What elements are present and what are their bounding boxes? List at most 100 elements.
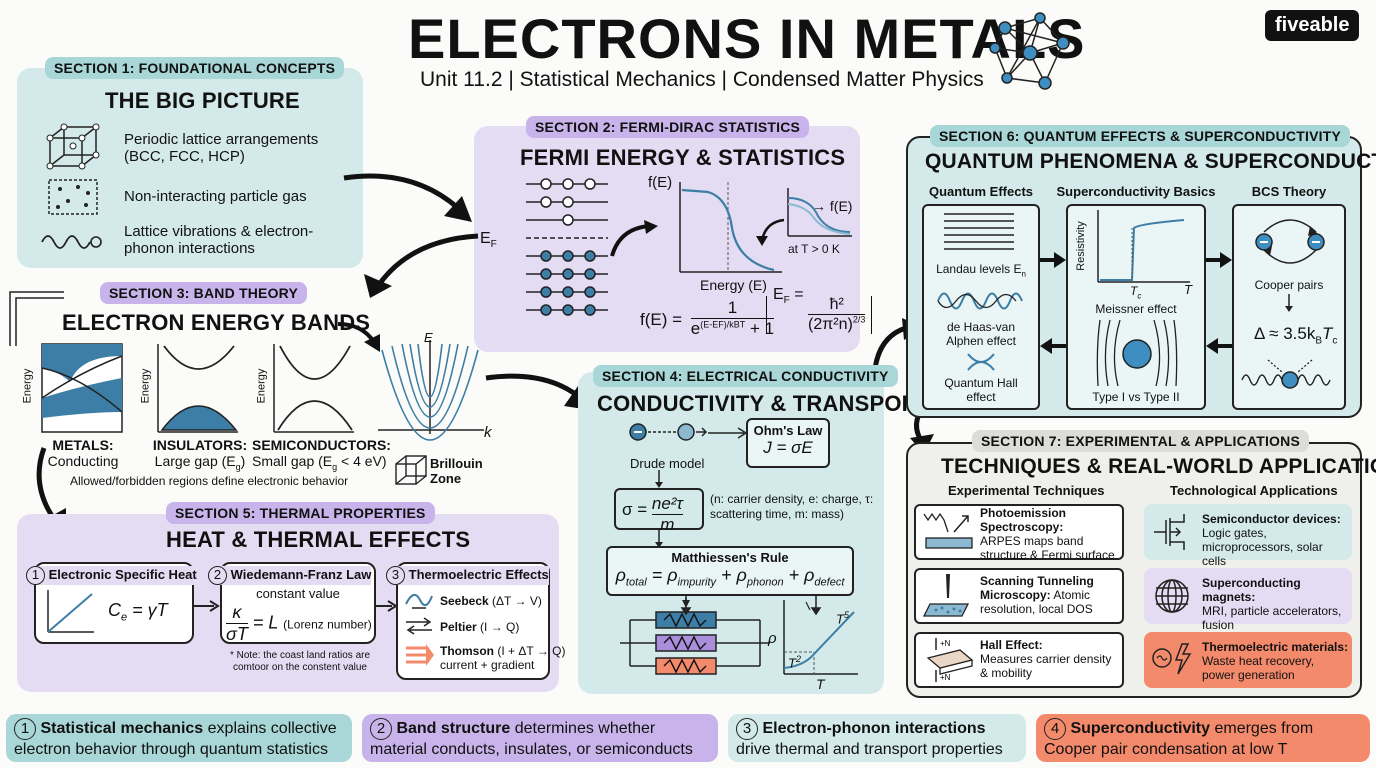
section-1-title: THE BIG PICTURE <box>105 88 300 113</box>
footer-item-3: 3 Electron-phonon interactions drive the… <box>728 714 1026 762</box>
section-2-tag: SECTION 2: FERMI-DIRAC STATISTICS <box>526 116 810 138</box>
sc-t-axis-label: T <box>1184 282 1192 297</box>
s6-arrow-left-2 <box>1206 338 1232 354</box>
footer-item-2: 2 Band structure determines whether mate… <box>362 714 718 762</box>
s7-col1-title: Experimental Techniques <box>948 483 1105 498</box>
page-title: ELECTRONS IN METALS <box>408 7 1086 70</box>
thermoelectric-title: 3 Thermoelectric Effects <box>386 566 549 585</box>
tech-photoemission-text: Photoemission Spectroscopy:ARPES maps ba… <box>980 506 1115 562</box>
section-3-title: ELECTRON ENERGY BANDS <box>62 310 371 335</box>
peltier-label: Peltier (I → Q) <box>440 620 520 634</box>
drude-model-label: Drude model <box>630 456 705 471</box>
quantum-hall-icon <box>967 353 995 371</box>
resistivity-drop-plot <box>1097 210 1190 283</box>
section-5-tag: SECTION 5: THERMAL PROPERTIES <box>166 502 435 524</box>
brand-logo[interactable]: fiveable <box>1265 10 1360 41</box>
photoemission-icon <box>923 512 973 549</box>
fd-inset-plot <box>787 188 852 237</box>
section-7-title: TECHNIQUES & REAL-WORLD APPLICATIONS <box>941 455 1376 478</box>
section-4-panel <box>578 372 884 694</box>
section-2-panel <box>474 126 860 352</box>
section-4-title: CONDUCTIVITY & TRANSPORT <box>597 391 932 416</box>
arrow-s1-to-s2 <box>343 173 472 222</box>
s1-item-lattice: Periodic lattice arrangements (BCC, FCC,… <box>124 131 319 165</box>
landau-levels-icon <box>944 213 1014 250</box>
fermi-level-label: EF <box>480 230 497 251</box>
app-thermoelectric-text: Thermoelectric materials:Waste heat reco… <box>1202 640 1349 682</box>
specific-heat-eq: Ce = γT <box>108 600 168 624</box>
fermi-level-diagram <box>526 178 608 316</box>
section-5-title: HEAT & THERMAL EFFECTS <box>166 527 471 552</box>
tech-stm-text: Scanning Tunneling Microscopy: Atomic re… <box>980 574 1094 616</box>
fd-y-label: f(E) <box>648 174 673 191</box>
semiconductors-label: SEMICONDUCTORS:Small gap (Eg < 4 eV) <box>252 437 391 472</box>
network-icon <box>989 12 1070 90</box>
resistivity-plot <box>783 600 858 675</box>
s6-arrow-right-2 <box>1206 252 1232 268</box>
s1-item-phonon: Lattice vibrations & electron-phonon int… <box>124 223 314 257</box>
fd-inset-caption: at T > 0 K <box>788 242 840 256</box>
quantum-hall-label: Quantum Hall effect <box>944 376 1018 404</box>
drude-to-ohm-arrow <box>708 427 748 439</box>
fermi-energy-formula: EF = ħ²(2π²n)2/3 <box>766 286 873 335</box>
section-1-panel <box>17 68 363 268</box>
thomson-icon <box>406 644 434 666</box>
cooper-pairs-label: Cooper pairs <box>1254 278 1324 292</box>
bands-footer: Allowed/forbidden regions define electro… <box>70 474 349 488</box>
cooper-pair-icon <box>1255 219 1325 264</box>
resistivity-t2-label: T2 <box>788 654 801 671</box>
matthiessen-arrows <box>680 596 822 616</box>
resistivity-t5-label: T5 <box>836 610 849 627</box>
drude-to-sigma-arrow <box>655 470 663 488</box>
inset-arrow-icon <box>756 218 785 246</box>
wf-note: * Note: the coast land ratios are comtoo… <box>229 650 371 673</box>
insulators-label: INSULATORS:Large gap (Eg) <box>152 437 248 472</box>
metals-label: METALS:Conducting <box>47 437 119 469</box>
arrow-bands-to-dispersion <box>337 322 380 352</box>
bcs-gap-label: Δ ≈ 3.5kBTc <box>1254 324 1338 347</box>
fermi-dirac-plot <box>679 182 782 273</box>
dispersion-k-axis: k <box>484 424 492 441</box>
metal-bands-plot <box>41 343 123 433</box>
wave-icon <box>41 235 102 249</box>
resistor-network <box>620 598 770 675</box>
section-3-tag: SECTION 3: BAND THEORY <box>100 282 308 304</box>
dhva-wave-icon <box>937 292 1023 310</box>
resistivity-axis-label: Resistivity <box>1074 221 1087 271</box>
s7-col2-title: Technological Applications <box>1170 483 1338 498</box>
specific-heat-title: 1 Electronic Specific Heat <box>26 566 197 585</box>
insulator-energy-axis: Energy <box>139 368 152 404</box>
section-6-title: QUANTUM PHENOMENA & SUPERCONDUCTIVITY <box>925 150 1376 173</box>
semiconductor-bands-plot <box>273 344 354 433</box>
phonon-exchange-icon <box>1241 359 1331 389</box>
s6-col3-title: BCS Theory <box>1251 184 1327 199</box>
meissner-sphere-icon <box>1096 319 1178 387</box>
dispersion-plot <box>378 340 484 441</box>
app-semiconductor-text: Semiconductor devices:Logic gates, micro… <box>1202 512 1341 568</box>
particle-gas-icon <box>48 179 98 215</box>
section-4-tag: SECTION 4: ELECTRICAL CONDUCTIVITY <box>593 365 898 387</box>
footer-item-4: 4 Superconductivity emerges from Cooper … <box>1036 714 1370 762</box>
tech-card-photoemission <box>914 504 1124 560</box>
lattice-icon <box>46 123 100 170</box>
transistor-icon <box>1154 514 1185 550</box>
magnet-coil-icon <box>1155 579 1189 613</box>
resistivity-t-label: T <box>816 676 825 692</box>
seebeck-icon <box>405 593 433 609</box>
svg-text:+N: +N <box>940 639 951 648</box>
s6-arrow-right-1 <box>1040 252 1066 268</box>
s6-col1-title: Quantum Effects <box>928 184 1033 199</box>
section-1-tag: SECTION 1: FOUNDATIONAL CONCEPTS <box>45 57 345 79</box>
fd-x-label: Energy (E) <box>700 277 767 293</box>
section-3-corner <box>9 291 64 346</box>
section-7-tag: SECTION 7: EXPERIMENTAL & APPLICATIONS <box>972 430 1309 452</box>
dispersion-e-axis: E <box>424 330 433 345</box>
brillouin-zone-icon <box>395 455 427 485</box>
s5-arrow-1 <box>194 600 220 612</box>
bcs-down-arrow <box>1285 294 1293 312</box>
